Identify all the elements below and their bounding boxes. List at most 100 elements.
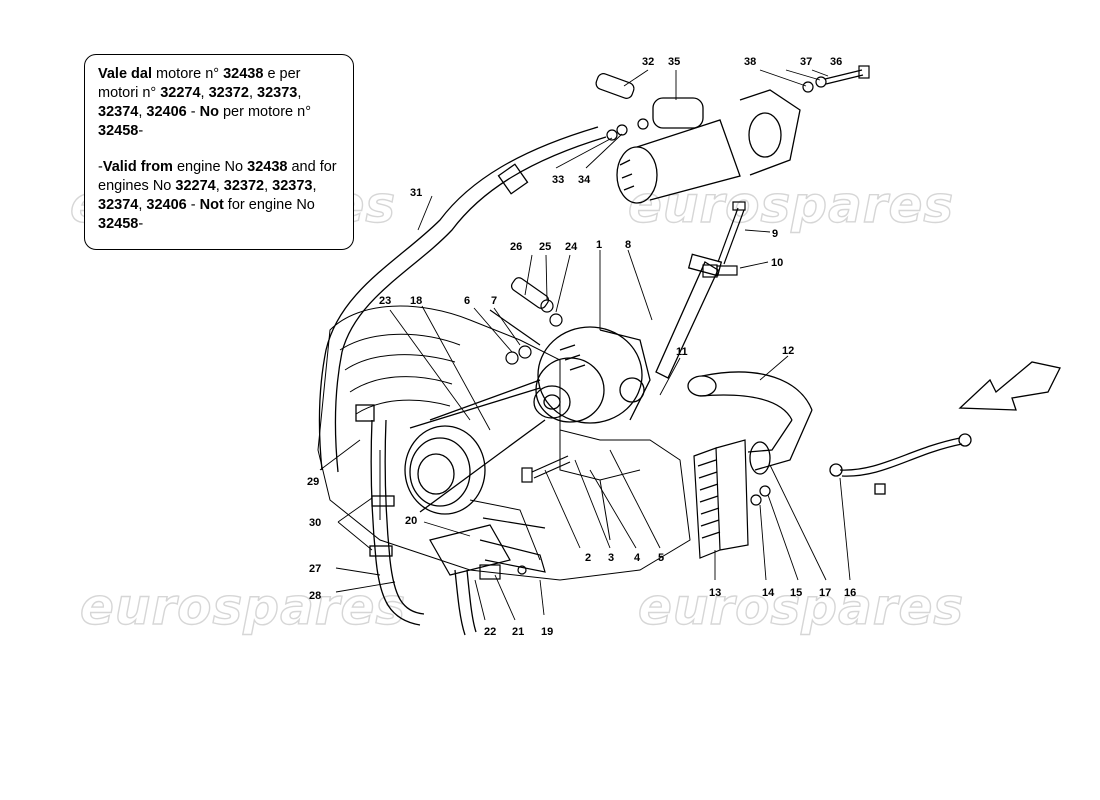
callout-29: 29	[307, 476, 319, 488]
callout-labels: 1 2 3 4 5 6 7 8 9 10 11 12 13 14 15 16 1…	[307, 56, 856, 638]
callout-6: 6	[464, 295, 470, 307]
callout-30: 30	[309, 517, 321, 529]
note-text-run: 32274	[160, 85, 201, 101]
note-text-run: 32372	[223, 178, 265, 194]
cap-26	[510, 277, 550, 309]
callout-22: 22	[484, 626, 496, 638]
note-text-run: 32458	[98, 216, 139, 232]
callout-10: 10	[771, 257, 783, 269]
hose-lower-left	[355, 404, 477, 636]
callout-36: 36	[830, 56, 842, 68]
note-text-run: ,	[138, 197, 147, 213]
callout-7: 7	[491, 295, 497, 307]
note-text-run: ,	[248, 85, 257, 101]
note-text-run: for engine No	[223, 197, 315, 213]
note-text-run: -	[138, 123, 144, 139]
callout-33: 33	[552, 174, 564, 186]
callout-34: 34	[578, 174, 591, 186]
callout-1: 1	[596, 239, 602, 251]
nut-10	[702, 264, 738, 278]
callout-19: 19	[541, 626, 553, 638]
note-text-run: Valid from	[102, 159, 173, 175]
note-text-run: ,	[138, 104, 147, 120]
note-text-run: ,	[297, 85, 302, 101]
callout-15: 15	[790, 587, 802, 599]
ground-cable-16	[829, 433, 972, 495]
alternator-1	[533, 326, 651, 424]
washer-6-nut-7	[489, 309, 541, 365]
callout-37: 37	[800, 56, 812, 68]
callout-17: 17	[819, 587, 831, 599]
callout-8: 8	[625, 239, 631, 251]
note-text-run: 32406	[146, 197, 187, 213]
callout-14: 14	[762, 587, 775, 599]
pipe-31	[318, 126, 607, 473]
callout-5: 5	[658, 552, 664, 564]
bolt-9	[717, 201, 746, 265]
callout-18: 18	[410, 295, 422, 307]
validity-note-english: -Valid from engine No 32438 and for engi…	[98, 158, 343, 234]
note-text-run: ,	[312, 178, 317, 194]
validity-note-box: Vale dal motore n° 32438 e per motori n°…	[84, 54, 354, 250]
callout-32: 32	[642, 56, 654, 68]
note-text-run: ,	[200, 85, 209, 101]
note-text-run: -	[186, 197, 200, 213]
callout-3: 3	[608, 552, 614, 564]
note-text-run: e per motori n°	[98, 66, 301, 101]
nuts-33-34	[606, 118, 649, 141]
bolt-14-15	[750, 485, 771, 506]
note-text-run: motore n°	[152, 66, 224, 82]
air-duct-12	[687, 371, 813, 475]
note-text-run: -	[186, 104, 200, 120]
note-text-run: Not	[199, 197, 224, 213]
note-text-run: 32406	[146, 104, 187, 120]
note-text-run: engine No	[172, 159, 248, 175]
note-text-run: 32458	[98, 123, 139, 139]
callout-13: 13	[709, 587, 721, 599]
callout-16: 16	[844, 587, 856, 599]
callout-2: 2	[585, 552, 591, 564]
note-text-run: -	[98, 159, 103, 175]
note-text-run: 32374	[98, 104, 139, 120]
note-text-run: ,	[264, 178, 273, 194]
callout-35: 35	[668, 56, 680, 68]
note-text-run: 32438	[247, 159, 288, 175]
note-text-run: ,	[215, 178, 224, 194]
callout-24: 24	[565, 241, 578, 253]
note-text-run: 32374	[98, 197, 139, 213]
note-text-run: No	[199, 104, 219, 120]
note-text-run: 32373	[272, 178, 313, 194]
callout-23: 23	[379, 295, 391, 307]
cap-32	[595, 73, 635, 99]
bolt-36-washers	[802, 65, 870, 93]
nut-25-washer-24	[540, 299, 563, 327]
starter-motor-35	[616, 89, 801, 204]
callout-4: 4	[634, 552, 641, 564]
callout-11: 11	[676, 346, 688, 358]
callout-21: 21	[512, 626, 524, 638]
note-text-run: -	[138, 216, 144, 232]
callout-9: 9	[772, 228, 778, 240]
bracket-19-22	[429, 517, 546, 580]
note-text-run: 32438	[223, 66, 264, 82]
note-text-run: Vale dal	[98, 66, 153, 82]
leader-lines	[319, 69, 851, 621]
direction-arrow	[958, 361, 1061, 411]
bracket-8	[655, 253, 723, 379]
watermark-bottom-left: eurospares	[79, 577, 407, 636]
note-text-run: 32373	[257, 85, 298, 101]
pulley-and-belt	[404, 379, 546, 515]
note-text-run: and for engines No	[98, 159, 337, 194]
note-text-run: per motore n°	[218, 104, 311, 120]
note-text-run: 32372	[208, 85, 249, 101]
validity-note-italian: Vale dal motore n° 32438 e per motori n°…	[98, 65, 343, 141]
callout-20: 20	[405, 515, 417, 527]
callout-28: 28	[309, 590, 321, 602]
callout-26: 26	[510, 241, 522, 253]
grille-13	[693, 439, 749, 559]
callout-12: 12	[782, 345, 794, 357]
callout-38: 38	[744, 56, 756, 68]
callout-25: 25	[539, 241, 551, 253]
